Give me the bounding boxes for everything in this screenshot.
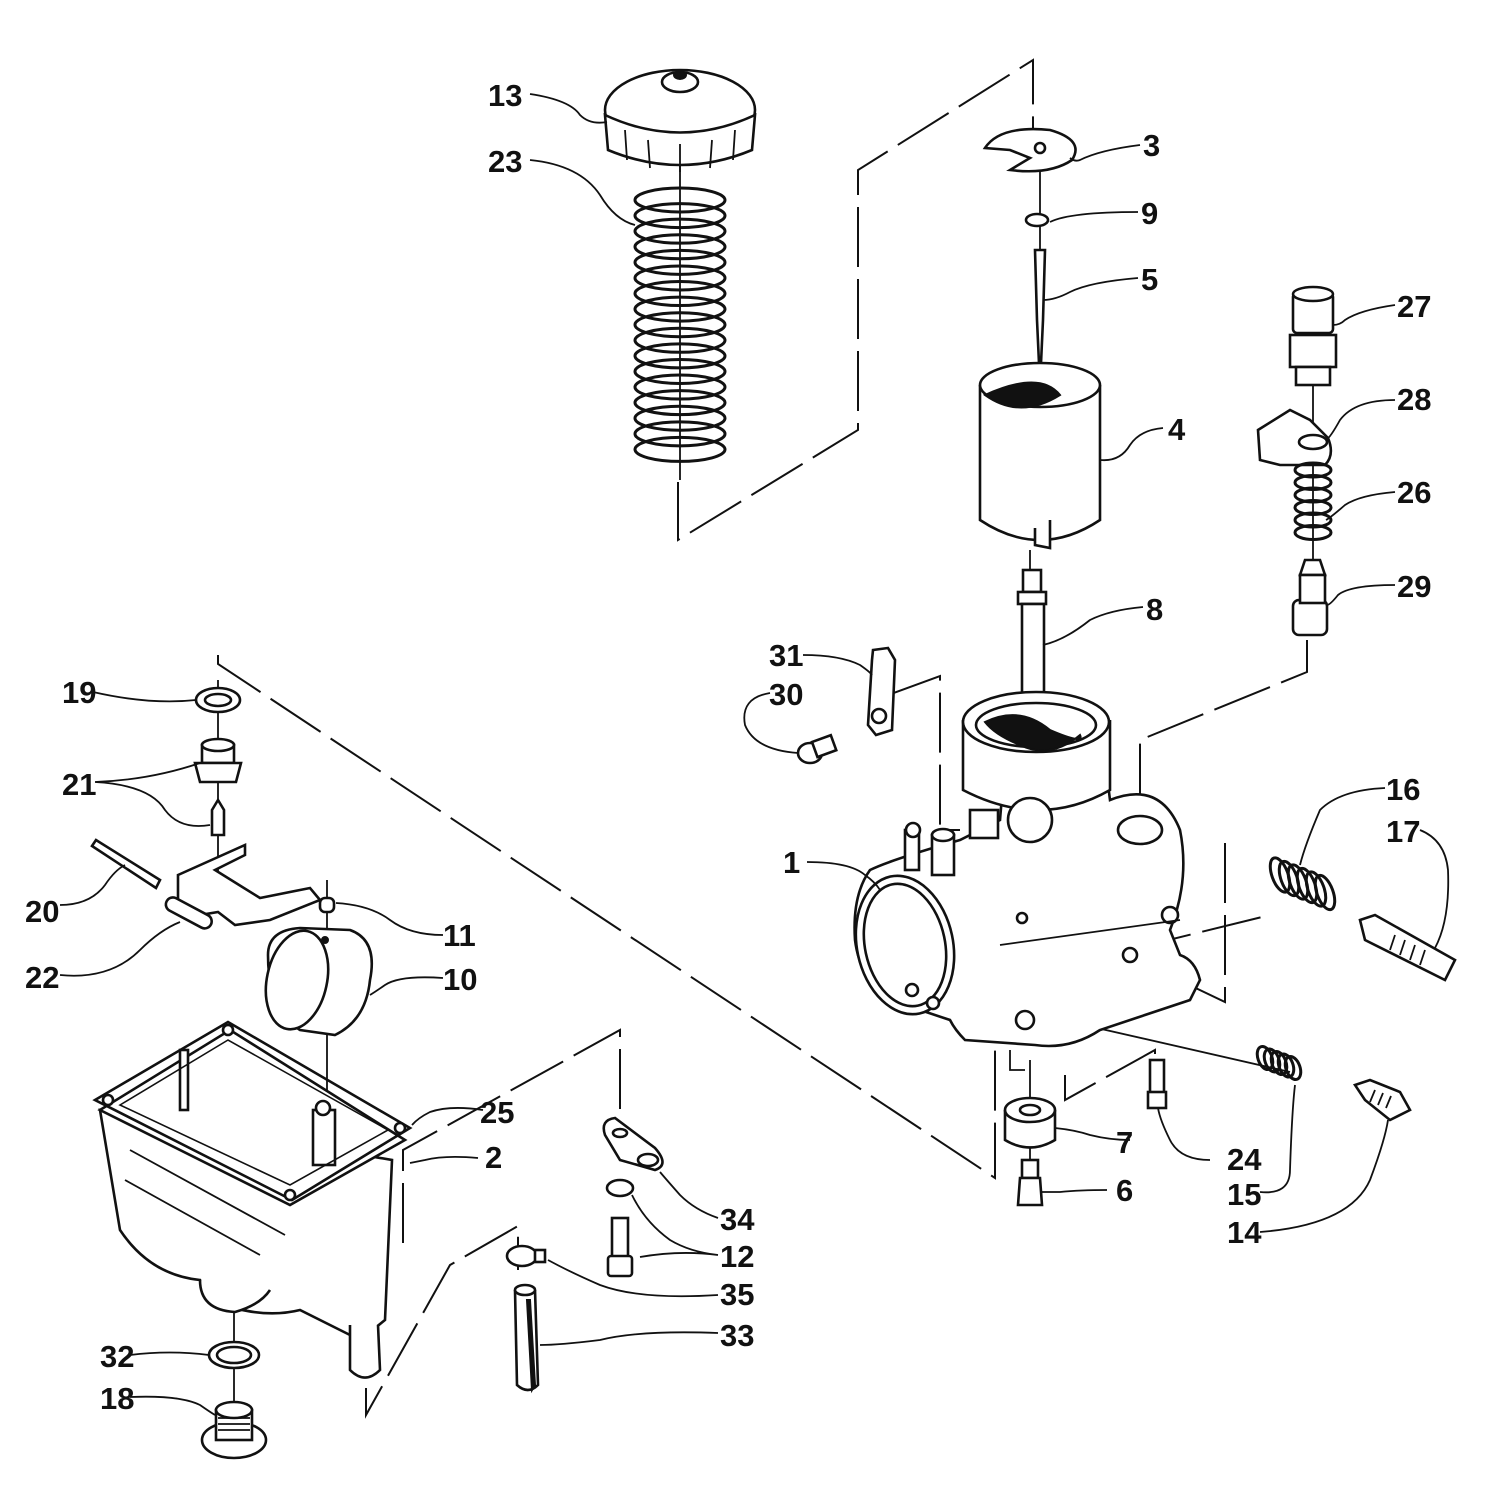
callout-17: 17	[1386, 814, 1420, 849]
part-1-carburetor-body	[853, 690, 1202, 1071]
part-6-main-jet	[1016, 1158, 1044, 1207]
callout-19: 19	[62, 675, 96, 710]
callout-7: 7	[1116, 1125, 1133, 1160]
part-30-screw	[796, 733, 838, 765]
part-27-starter-plunger-nut	[1288, 285, 1338, 387]
part-18-drain-plug	[200, 1400, 268, 1460]
part-9-e-clip	[1024, 212, 1050, 228]
part-4-throttle-valve	[978, 361, 1102, 550]
alignment-line-pilot-jet	[1064, 1048, 1156, 1102]
callout-15: 15	[1227, 1177, 1261, 1212]
callout-leaders	[59, 93, 1450, 1416]
callout-12: 12	[720, 1239, 754, 1274]
alignment-line-bowl-to-body	[217, 655, 996, 1180]
part-22-float-arm	[164, 842, 323, 930]
spring-coil	[633, 264, 727, 292]
spring-coil	[1293, 524, 1333, 541]
spring-coil	[633, 389, 727, 417]
part-28-starter-plate	[1256, 408, 1333, 467]
callout-25: 25	[480, 1095, 514, 1130]
alignment-line-cap-to-body	[677, 58, 1034, 542]
callout-22: 22	[25, 960, 59, 995]
callout-2: 2	[485, 1140, 502, 1175]
part-25-bowl-gasket	[92, 1020, 413, 1202]
callout-35: 35	[720, 1277, 754, 1312]
callout-13: 13	[488, 78, 522, 113]
part-20-float-arm-pin	[90, 838, 162, 890]
spring-coil	[633, 435, 727, 463]
part-24-pilot-jet	[1146, 1058, 1168, 1110]
callout-27: 27	[1397, 289, 1431, 324]
callout-11: 11	[443, 918, 476, 953]
part-17-throttle-stop-screw	[1358, 913, 1457, 982]
spring-coil	[633, 404, 727, 432]
part-35-hose-clamp	[505, 1244, 547, 1268]
spring-coil	[633, 233, 727, 261]
callout-24: 24	[1227, 1142, 1262, 1177]
part-21-needle-valve-assembly	[193, 737, 243, 837]
part-29-starter-plunger	[1291, 558, 1329, 637]
callout-3: 3	[1143, 128, 1160, 163]
part-15-pilot-air-screw-spring	[1255, 1044, 1303, 1082]
part-33-drain-hose	[513, 1283, 540, 1394]
alignment-line-drain-hose	[365, 1224, 519, 1419]
callout-14: 14	[1227, 1215, 1262, 1250]
callout-16: 16	[1386, 772, 1420, 807]
spring-coil	[633, 248, 727, 276]
part-19-washer	[194, 686, 242, 714]
spring-coil	[633, 295, 727, 323]
alignment-line-bowl-clamp	[402, 1028, 621, 1243]
part-14-pilot-air-screw	[1352, 1078, 1412, 1122]
part-5-jet-needle	[1033, 248, 1047, 386]
callout-18: 18	[100, 1381, 134, 1416]
callout-5: 5	[1141, 262, 1158, 297]
callout-20: 20	[25, 894, 59, 929]
callout-10: 10	[443, 962, 477, 997]
callout-32: 32	[100, 1339, 134, 1374]
part-12-screw-and-washer	[605, 1178, 635, 1278]
callout-31: 31	[769, 638, 803, 673]
part-32-o-ring	[207, 1340, 261, 1370]
spring-coil	[633, 357, 727, 385]
part-16-throttle-stop-spring	[1268, 856, 1337, 912]
callout-labels: 13 23 3 9 5 4 8 27 28 26 29 31 30 1 16 1…	[25, 78, 1431, 1416]
spring-coil	[633, 186, 727, 214]
part-31-bracket	[866, 646, 897, 737]
callout-6: 6	[1116, 1173, 1133, 1208]
callout-1: 1	[783, 845, 800, 880]
part-7-jet-holder-nut	[1003, 1096, 1057, 1149]
callout-23: 23	[488, 144, 522, 179]
spring-coil	[633, 326, 727, 354]
part-10-float	[264, 926, 374, 1037]
spring-coil	[633, 202, 727, 230]
spring-coil	[633, 280, 727, 308]
part-13-mixing-chamber-cap	[603, 68, 757, 172]
spring-coil	[1283, 1054, 1303, 1082]
spring-coil	[633, 311, 727, 339]
callout-28: 28	[1397, 382, 1431, 417]
spring-coil	[633, 342, 727, 370]
callout-4: 4	[1168, 412, 1186, 447]
part-23-throttle-valve-spring	[633, 186, 727, 463]
spring-coil	[633, 373, 727, 401]
part-26-starter-spring	[1293, 461, 1333, 541]
spring-coil	[633, 420, 727, 448]
alignment-line-bracket	[887, 674, 960, 831]
part-2-float-bowl	[97, 1028, 408, 1379]
callout-9: 9	[1141, 196, 1158, 231]
callout-34: 34	[720, 1202, 755, 1237]
callout-33: 33	[720, 1318, 754, 1353]
spring-coil	[1313, 873, 1337, 912]
callout-8: 8	[1146, 592, 1163, 627]
part-3-needle-retainer-plate	[982, 127, 1077, 173]
alignment-line-starter	[1139, 640, 1308, 830]
callout-30: 30	[769, 677, 803, 712]
callout-29: 29	[1397, 569, 1431, 604]
callout-26: 26	[1397, 475, 1431, 510]
part-34-bowl-clamp-plate	[602, 1116, 664, 1172]
spring-coil	[633, 217, 727, 245]
callout-21: 21	[62, 767, 96, 802]
part-11-float-pin-cap	[318, 896, 336, 914]
